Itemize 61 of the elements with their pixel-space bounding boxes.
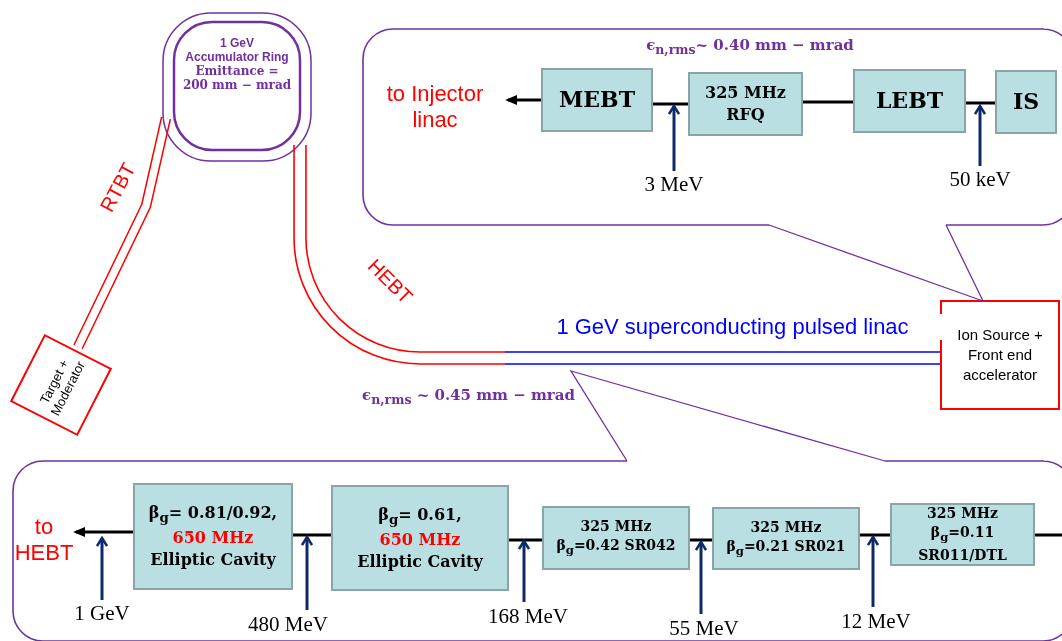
beamline-component-box	[688, 72, 803, 136]
energy-arrow	[300, 535, 314, 610]
accumulator-ring	[162, 12, 312, 162]
box-label: β$_{g}$= 0.81/0.92,	[148, 502, 278, 528]
box-label: Elliptic Cavity	[357, 550, 483, 573]
box-label: 325 MHz	[750, 517, 822, 537]
energy-label: 1 GeV	[58, 600, 146, 626]
destination-label: to Injector linac	[362, 76, 508, 138]
cavity-box	[712, 507, 860, 570]
box-label: SR011/DTL	[918, 545, 1007, 565]
connector-line	[803, 100, 853, 104]
connector-line	[293, 533, 331, 537]
box-label: LEBT	[875, 86, 944, 116]
box-label: MEBT	[558, 85, 636, 115]
cavity-box	[890, 503, 1035, 566]
destination-label: to HEBT	[12, 512, 76, 568]
box-label: Ion Source + Front end accelerator	[956, 324, 1044, 386]
beam-line	[293, 145, 940, 365]
box-label: 650 MHz	[172, 527, 254, 550]
box-label: Elliptic Cavity	[150, 549, 276, 571]
energy-arrow	[667, 104, 681, 171]
energy-arrow	[95, 536, 109, 600]
cavity-box	[331, 485, 509, 591]
energy-label: 12 MeV	[826, 607, 926, 635]
connector-line	[690, 538, 712, 542]
energy-arrow	[973, 104, 987, 166]
box-label: β$_{g}$=0.21 SR021	[726, 536, 846, 560]
connector-line	[653, 102, 688, 106]
energy-label: 50 keV	[933, 166, 1027, 192]
box-label: 650 MHz	[379, 529, 461, 551]
callout-pointer	[768, 224, 984, 302]
box-label: 325 MHz RFQ	[704, 82, 787, 126]
box-label: β$_{g}$= 0.61,	[378, 503, 462, 529]
ring-label: Emittance = 200 mm − mrad	[182, 64, 292, 92]
arrow	[73, 527, 133, 537]
energy-label: 168 MeV	[472, 602, 584, 630]
energy-arrow	[694, 540, 708, 614]
energy-label: 480 MeV	[232, 610, 344, 638]
beamline-component-box	[995, 70, 1057, 134]
arrow	[505, 95, 541, 105]
energy-label: 3 MeV	[628, 171, 720, 197]
beam-line	[73, 116, 172, 350]
front-end-box	[940, 300, 1060, 410]
beamline-component-box	[853, 69, 966, 133]
energy-arrow	[517, 539, 531, 602]
box-label: 325 MHz	[927, 504, 998, 524]
box-label: 325 MHz	[580, 517, 652, 537]
connector-line	[509, 538, 542, 542]
ring-label: 1 GeV Accumulator Ring	[184, 36, 290, 64]
emittance-label: ϵ$_{n,rms}$~ 0.40 mm − mrad	[645, 36, 855, 57]
energy-label: 55 MeV	[652, 614, 756, 641]
cavity-box	[133, 483, 293, 590]
box-label: β$_{g}$=0.42 SR042	[556, 536, 676, 559]
cavity-box	[542, 506, 690, 570]
box-label: IS	[1012, 87, 1040, 117]
connector-line	[966, 101, 995, 105]
connector-line	[860, 533, 890, 537]
beamline-component-box	[541, 68, 653, 132]
energy-arrow	[866, 535, 880, 607]
connector-line	[1035, 533, 1062, 537]
box-label: β$_{g}$=0.11	[930, 523, 995, 546]
